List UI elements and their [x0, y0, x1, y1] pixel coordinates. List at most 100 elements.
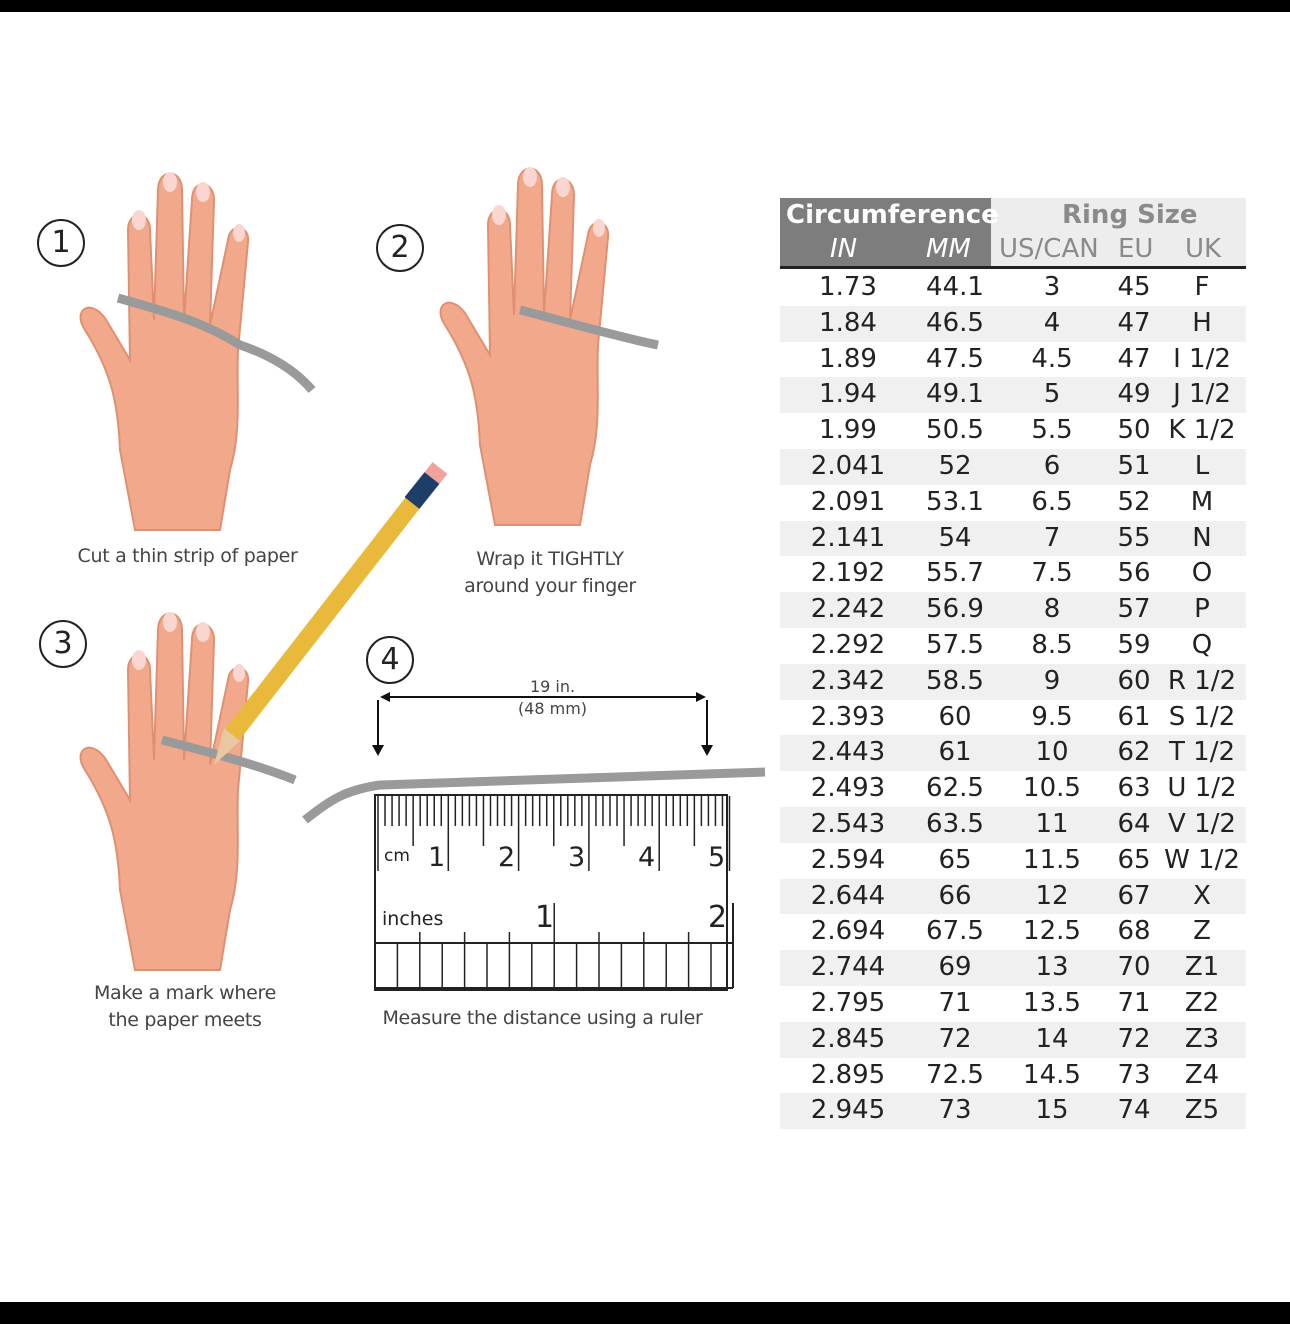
paper-strip-4 — [302, 767, 766, 824]
cm-label: cm — [384, 846, 410, 866]
cell-eu: 51 — [1117, 451, 1151, 481]
cell-eu: 47 — [1117, 307, 1151, 338]
col-eu: EU — [1118, 234, 1154, 264]
inches-label: inches — [382, 908, 444, 930]
cell-in: 2.443 — [810, 737, 886, 768]
cell-us-can: 12 — [1035, 880, 1069, 911]
cell-in: 1.73 — [819, 272, 877, 302]
cell-uk: X — [1193, 880, 1211, 911]
cell-uk: W 1/2 — [1164, 844, 1240, 875]
cell-eu: 56 — [1117, 558, 1151, 589]
cell-in: 2.342 — [810, 665, 886, 696]
step-3-number: 3 — [39, 620, 87, 668]
cell-uk: I 1/2 — [1173, 343, 1231, 374]
step-2-caption-line-1: Wrap it TIGHTLY — [476, 548, 624, 570]
cell-us-can: 14.5 — [1023, 1059, 1081, 1090]
cell-us-can: 13 — [1035, 952, 1069, 983]
cell-uk: Z2 — [1184, 988, 1220, 1018]
cell-mm: 44.1 — [926, 272, 984, 302]
cell-in: 2.644 — [810, 880, 886, 911]
cell-uk: H — [1192, 307, 1212, 338]
cm-tick-label: 5 — [708, 842, 726, 873]
hand-step-2 — [439, 166, 610, 526]
measurement-inches: 19 in. — [529, 677, 576, 696]
step-2-caption-line-2: around your finger — [464, 575, 636, 597]
cell-in: 1.94 — [819, 379, 877, 410]
cell-mm: 53.1 — [926, 486, 984, 517]
cell-uk: Z1 — [1184, 952, 1220, 983]
cell-mm: 62.5 — [926, 773, 984, 804]
cell-mm: 61 — [938, 737, 972, 768]
cell-eu: 57 — [1117, 594, 1151, 625]
cell-mm: 46.5 — [926, 307, 984, 338]
cell-us-can: 3 — [1043, 272, 1061, 302]
cell-in: 2.041 — [810, 451, 886, 481]
step-2-number: 2 — [376, 224, 424, 272]
cell-us-can: 6.5 — [1031, 486, 1073, 517]
cell-us-can: 10.5 — [1023, 773, 1081, 804]
circumference-header-bg — [780, 198, 991, 268]
col-uk: UK — [1185, 234, 1222, 264]
inch-tick-2: 2 — [708, 900, 728, 935]
cell-us-can: 4 — [1043, 307, 1061, 338]
cell-uk: P — [1194, 594, 1210, 625]
cell-mm: 65 — [938, 844, 972, 875]
step-3-caption-line-1: Make a mark where — [93, 982, 277, 1004]
cell-us-can: 11 — [1035, 809, 1069, 839]
cell-uk: M — [1190, 486, 1214, 517]
cell-us-can: 9.5 — [1031, 701, 1073, 732]
header-rule — [780, 266, 1246, 269]
cell-in: 1.84 — [819, 307, 877, 338]
cell-in: 1.89 — [819, 343, 877, 374]
measurement-mm: (48 mm) — [517, 699, 588, 718]
step-4-number: 4 — [366, 636, 414, 684]
cell-in: 2.493 — [810, 773, 886, 804]
cell-us-can: 7.5 — [1031, 558, 1073, 589]
cm-tick-label: 3 — [568, 842, 586, 873]
cell-uk: O — [1191, 558, 1213, 589]
cell-eu: 70 — [1117, 952, 1151, 983]
cell-mm: 73 — [938, 1095, 972, 1126]
table-row: 1.84 46.5 4 47 H — [780, 305, 1246, 342]
measurement-label: 19 in. (48 mm) — [480, 676, 625, 720]
cell-in: 2.945 — [810, 1095, 886, 1126]
table-header: Circumference Ring Size IN MM US/CAN EU … — [780, 198, 1246, 269]
cell-eu: 64 — [1117, 809, 1151, 839]
cell-in: 2.594 — [810, 844, 886, 875]
cell-us-can: 5 — [1043, 379, 1061, 410]
cell-eu: 71 — [1117, 988, 1151, 1018]
cell-us-can: 15 — [1035, 1095, 1069, 1126]
cell-us-can: 4.5 — [1031, 343, 1073, 374]
cell-us-can: 8.5 — [1031, 630, 1073, 660]
cell-uk: Z4 — [1184, 1059, 1220, 1090]
cell-in: 2.192 — [810, 558, 886, 589]
cell-us-can: 13.5 — [1023, 988, 1081, 1018]
cell-mm: 63.5 — [926, 809, 984, 839]
cell-in: 1.99 — [819, 415, 877, 446]
cell-us-can: 14 — [1035, 1023, 1069, 1054]
cell-mm: 67.5 — [926, 916, 984, 947]
paper-strip-3 — [160, 735, 297, 785]
cell-eu: 63 — [1117, 773, 1151, 804]
cell-us-can: 9 — [1043, 665, 1061, 696]
cell-in: 2.393 — [810, 701, 886, 732]
cell-eu: 61 — [1117, 701, 1151, 732]
col-in: IN — [830, 234, 858, 264]
cell-mm: 47.5 — [926, 343, 984, 374]
step-3-caption: Make a mark where the paper meets — [75, 980, 295, 1034]
cell-mm: 56.9 — [926, 594, 984, 625]
cell-mm: 49.1 — [926, 379, 984, 410]
cell-in: 2.091 — [810, 486, 886, 517]
